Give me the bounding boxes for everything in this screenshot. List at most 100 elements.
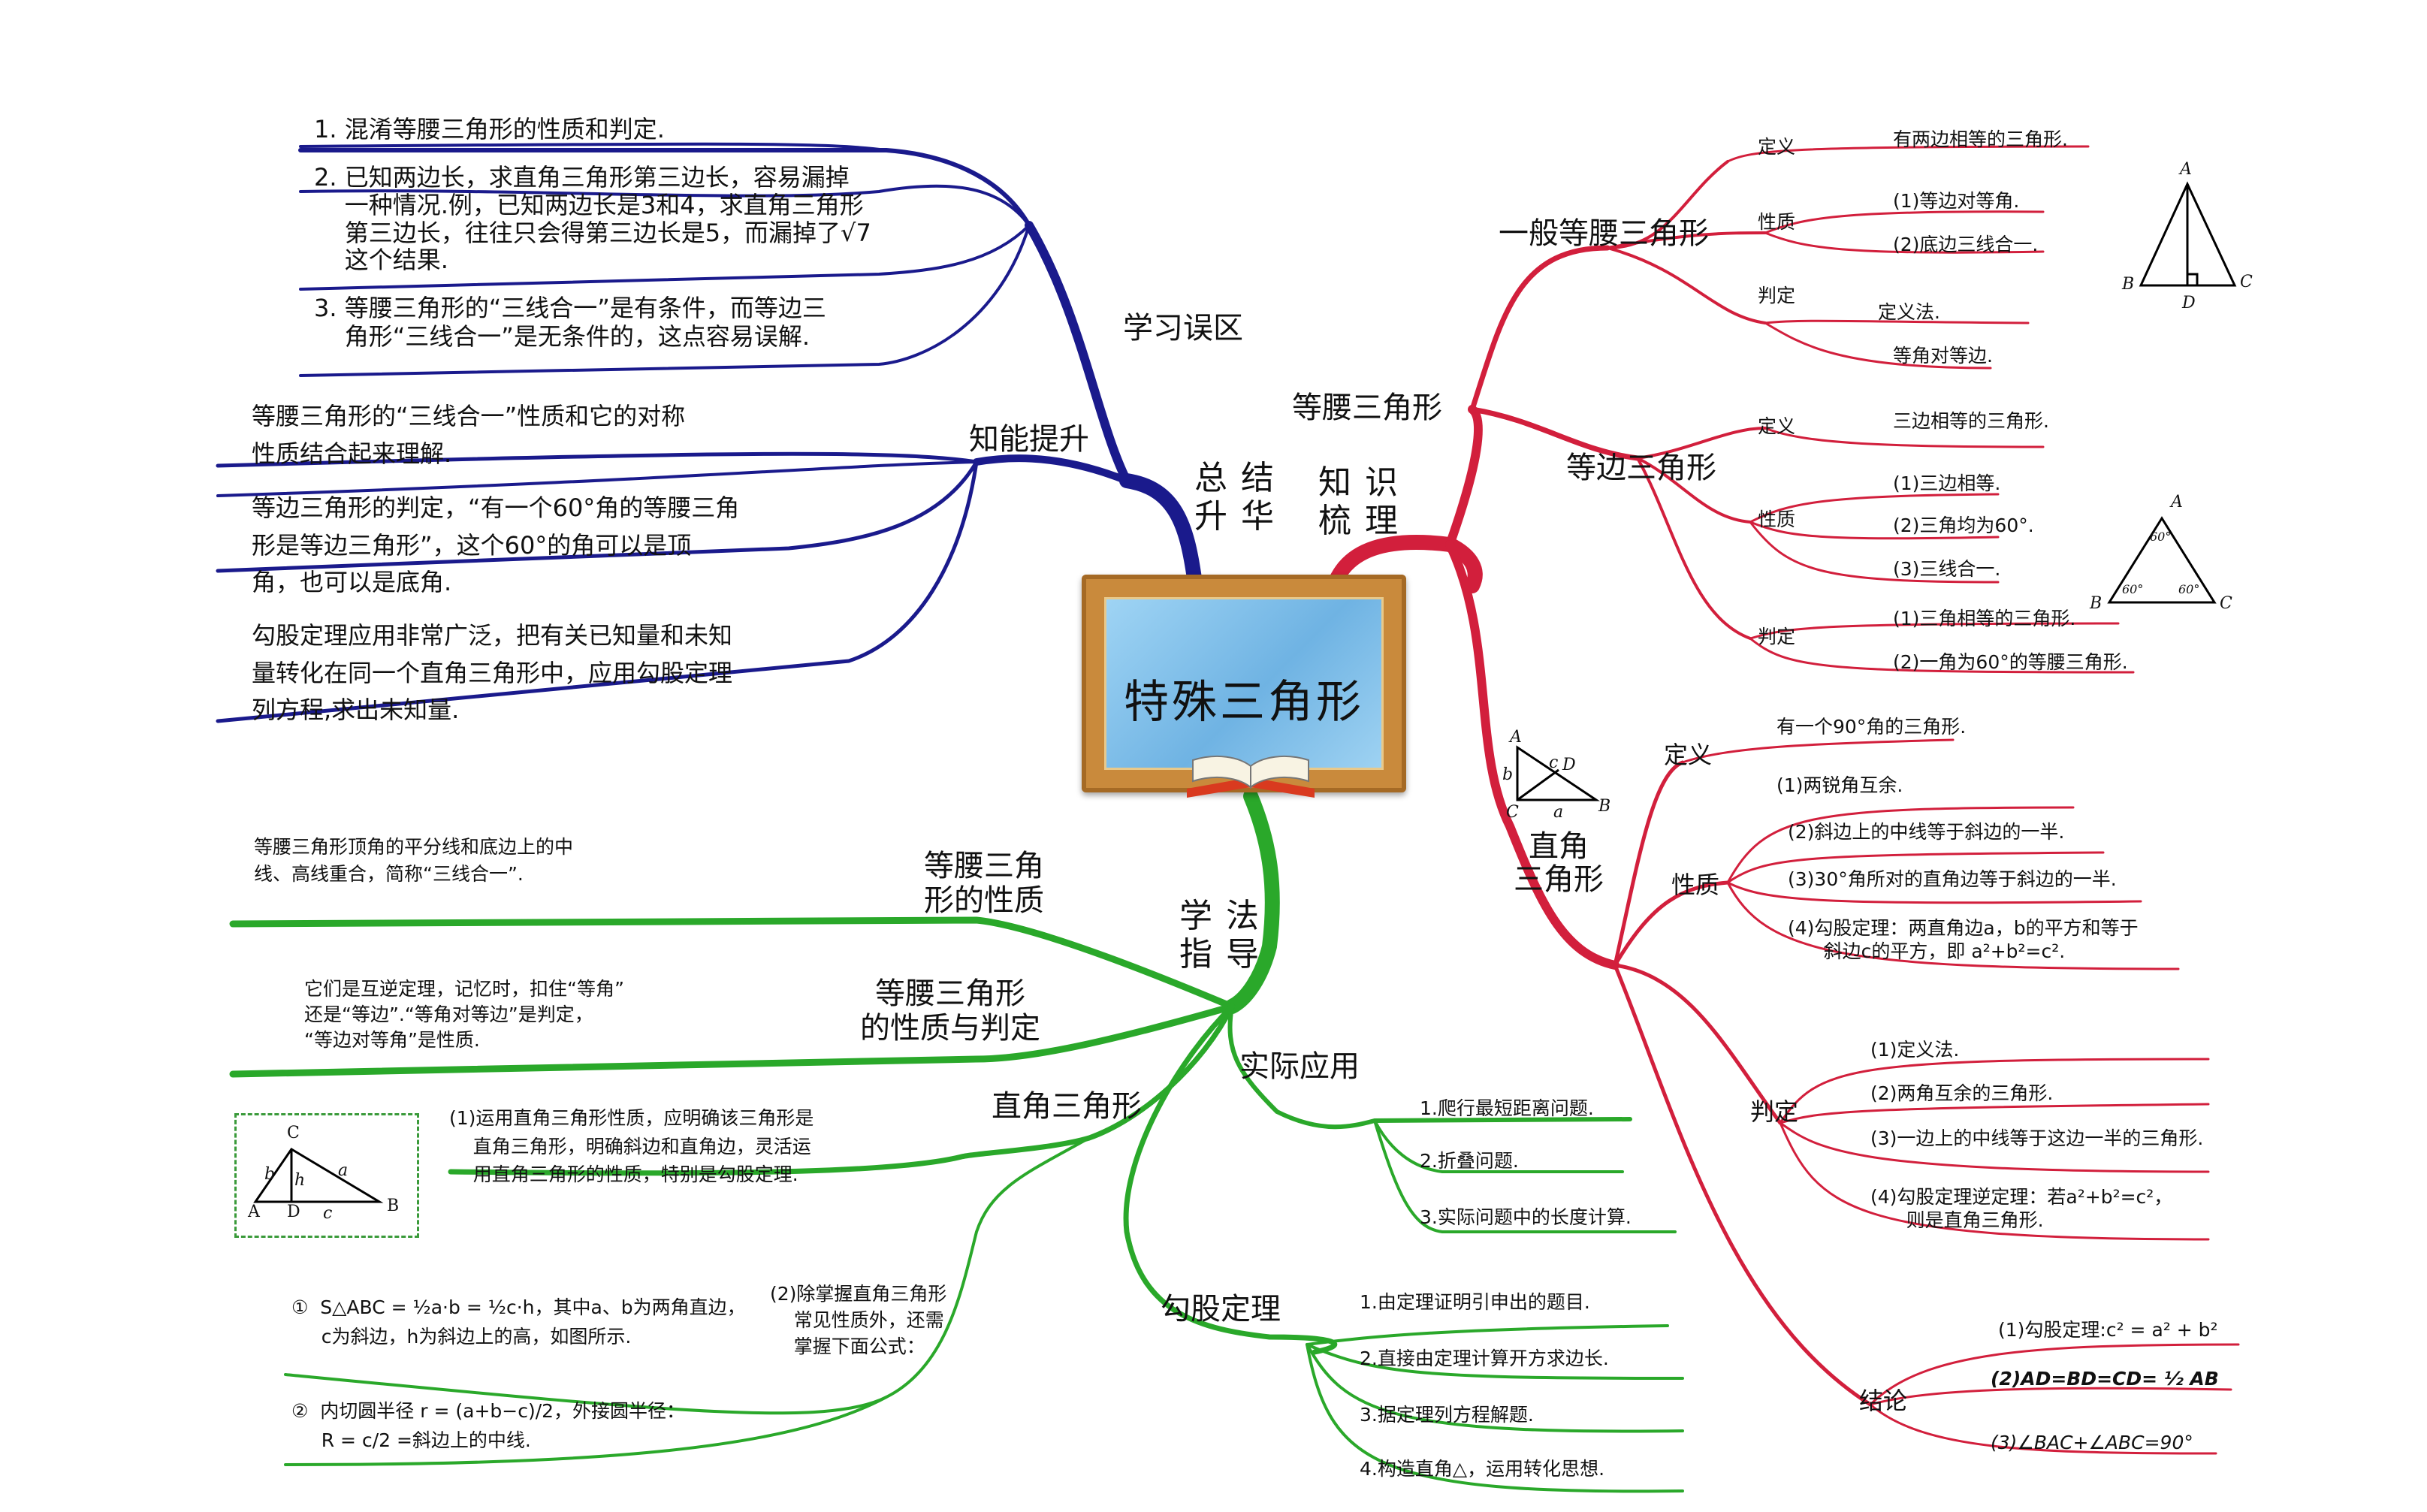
- right-conc-1: (1)勾股定理:c² = a² + b²: [1998, 1319, 2218, 1341]
- equi-judge-label: 判定: [1758, 626, 1796, 647]
- pythag-item-2: 2.直接由定理计算开方求边长.: [1360, 1348, 1609, 1369]
- ability-item-3: 勾股定理应用非常广泛，把有关已知量和未知 量转化在同一个直角三角形中，应用勾股定…: [252, 621, 733, 725]
- pythag-item-3: 3.据定理列方程解题.: [1360, 1404, 1534, 1426]
- label-pythagoras: 勾股定理: [1161, 1292, 1281, 1326]
- fig2-A: A: [248, 1203, 260, 1221]
- iso-prop-text: 等腰三角形顶角的平分线和底边上的中 线、高线重合，简称“三线合一”.: [254, 836, 574, 886]
- hub-method: 学 法 指 导: [1179, 897, 1260, 973]
- fig-iso-D: D: [2182, 294, 2196, 312]
- right-def-label: 定义: [1664, 741, 1713, 769]
- right-def: 有一个90°角的三角形.: [1776, 716, 1967, 738]
- fig-iso-B: B: [2122, 275, 2135, 294]
- fig-equi-60-left: 60°: [2122, 582, 2144, 596]
- mistake-item-3: 3. 等腰三角形的“三线合一”是有条件，而等边三 角形“三线合一”是无条件的，这…: [314, 294, 826, 351]
- label-iso-prop: 等腰三角 形的性质: [924, 849, 1044, 918]
- right-judge-4: (4)勾股定理逆定理：若a²+b²=c²， 则是直角三角形.: [1870, 1186, 2173, 1232]
- fig2-B: B: [387, 1197, 400, 1215]
- right-triangle-figure-2: [253, 1147, 384, 1203]
- board-inner: 特殊三角形: [1104, 597, 1384, 770]
- right-prop-2: (2)斜边上的中线等于斜边的一半.: [1788, 821, 2065, 843]
- label-practical: 实际应用: [1239, 1049, 1360, 1084]
- fig-equi-60-right: 60°: [2178, 582, 2200, 596]
- equilateral-figure: [2107, 516, 2217, 604]
- book-icon: [1187, 756, 1315, 798]
- fig-equi-B: B: [2090, 594, 2102, 613]
- hub-knowledge: 知 识 梳 理: [1318, 463, 1399, 540]
- right-prop-3: (3)30°角所对的直角边等于斜边的一半.: [1788, 868, 2117, 890]
- equi-prop-3: (3)三线合一.: [1893, 558, 2001, 580]
- method-right-text2: (2)除掌握直角三角形 常见性质外，还需 掌握下面公式：: [770, 1283, 947, 1357]
- general-judge-2: 等角对等边.: [1893, 345, 1993, 367]
- right-judge-2: (2)两角互余的三角形.: [1870, 1082, 2054, 1104]
- branch-knowledge-trunk: [1330, 535, 1483, 593]
- practical-item-3: 3.实际问题中的长度计算.: [1420, 1206, 1632, 1228]
- general-def: 有两边相等的三角形.: [1893, 128, 2068, 150]
- fig-equi-A: A: [2171, 493, 2183, 512]
- hub-summary: 总 结 升 华: [1194, 459, 1275, 536]
- branch-summary-trunk: [1119, 473, 1202, 586]
- label-isosceles: 等腰三角形: [1292, 391, 1442, 425]
- label-equilateral: 等边三角形: [1566, 451, 1716, 485]
- fig2-D: D: [287, 1203, 300, 1221]
- fig-equi-C: C: [2220, 594, 2232, 613]
- right-triangle-figure: [1516, 745, 1600, 801]
- right-conc-3: (3)∠BAC+∠ABC=90°: [1991, 1432, 2193, 1453]
- fig-right-b: b: [1502, 765, 1514, 784]
- label-right-triangle: 直角 三角形: [1514, 829, 1604, 897]
- fig-right-B: B: [1598, 797, 1611, 816]
- right-judge-3: (3)一边上的中线等于这边一半的三角形.: [1870, 1127, 2204, 1149]
- label-general-isosceles: 一般等腰三角形: [1499, 216, 1709, 251]
- fig-right-a: a: [1553, 803, 1564, 822]
- fig-right-C: C: [1506, 803, 1519, 822]
- branch-method-trunk: [1224, 789, 1280, 1014]
- right-conc-label: 结论: [1859, 1387, 1908, 1415]
- pythag-item-4: 4.构造直角△，运用转化思想.: [1360, 1458, 1605, 1480]
- general-prop-2: (2)底边三线合一.: [1893, 234, 2039, 255]
- equi-prop-1: (1)三边相等.: [1893, 472, 2001, 494]
- right-judge-label: 判定: [1750, 1097, 1799, 1126]
- general-def-label: 定义: [1758, 136, 1796, 158]
- fig2-C: C: [287, 1124, 300, 1142]
- general-prop-1: (1)等边对等角.: [1893, 190, 2020, 212]
- fig2-c: c: [323, 1204, 333, 1223]
- right-judge-1: (1)定义法.: [1870, 1039, 1960, 1061]
- right-prop-4: (4)勾股定理：两直角边a，b的平方和等于 斜边c的平方，即 a²+b²=c².: [1788, 917, 2139, 963]
- fig2-h: h: [294, 1171, 306, 1190]
- fig-right-A: A: [1510, 728, 1522, 747]
- formula-area: ① S△ABC = ½a·b = ½c·h，其中a、b为两角直边， c为斜边，h…: [291, 1296, 746, 1348]
- mistake-item-2: 2. 已知两边长，求直角三角形第三边长，容易漏掉 一种情况.例，已知两边长是3和…: [314, 163, 871, 275]
- fig-iso-A: A: [2180, 160, 2192, 179]
- page-title: 特殊三角形: [1124, 676, 1364, 729]
- equi-prop-label: 性质: [1758, 509, 1796, 530]
- pythag-item-1: 1.由定理证明引申出的题目.: [1360, 1291, 1590, 1313]
- label-mistakes: 学习误区: [1123, 311, 1243, 346]
- fig2-b: b: [264, 1165, 276, 1184]
- method-right-text1: (1)运用直角三角形性质，应明确该三角形是 直角三角形，明确斜边和直角边，灵活运…: [449, 1107, 814, 1185]
- fig-equi-60-top: 60°: [2150, 530, 2172, 544]
- general-judge-1: 定义法.: [1878, 301, 1940, 323]
- label-method-right: 直角三角形: [992, 1089, 1142, 1124]
- label-iso-judge: 等腰三角形 的性质与判定: [860, 976, 1040, 1046]
- fig-iso-C: C: [2240, 273, 2253, 291]
- center-board: 特殊三角形: [1082, 575, 1406, 792]
- right-prop-1: (1)两锐角互余.: [1776, 774, 1903, 796]
- equi-def: 三边相等的三角形.: [1893, 410, 2049, 432]
- general-prop-label: 性质: [1758, 211, 1796, 233]
- figure-box: [234, 1113, 419, 1238]
- mistake-item-1: 1. 混淆等腰三角形的性质和判定.: [314, 115, 665, 143]
- equi-def-label: 定义: [1758, 415, 1796, 437]
- right-conc-2: (2)AD=BD=CD= ½ AB: [1991, 1368, 2219, 1390]
- practical-item-1: 1.爬行最短距离问题.: [1420, 1097, 1594, 1119]
- right-prop-label: 性质: [1671, 871, 1720, 899]
- fig-right-c: c: [1549, 753, 1559, 772]
- formula-radius: ② 内切圆半径 r = (a+b−c)/2，外接圆半径： R = c/2 =斜边…: [291, 1400, 686, 1451]
- equi-prop-2: (2)三角均为60°.: [1893, 515, 2034, 536]
- fig2-a: a: [338, 1161, 349, 1180]
- ability-item-1: 等腰三角形的“三线合一”性质和它的对称 性质结合起来理解.: [252, 402, 686, 468]
- fig-right-D: D: [1562, 756, 1576, 774]
- equi-judge-2: (2)一角为60°的等腰三角形.: [1893, 651, 2128, 673]
- iso-judge-text: 它们是互逆定理，记忆时，扣住“等角” 还是“等边”.“等角对等边”是判定， “等…: [304, 978, 624, 1051]
- ability-item-2: 等边三角形的判定，“有一个60°角的等腰三角 形是等边三角形”，这个60°的角可…: [252, 493, 740, 597]
